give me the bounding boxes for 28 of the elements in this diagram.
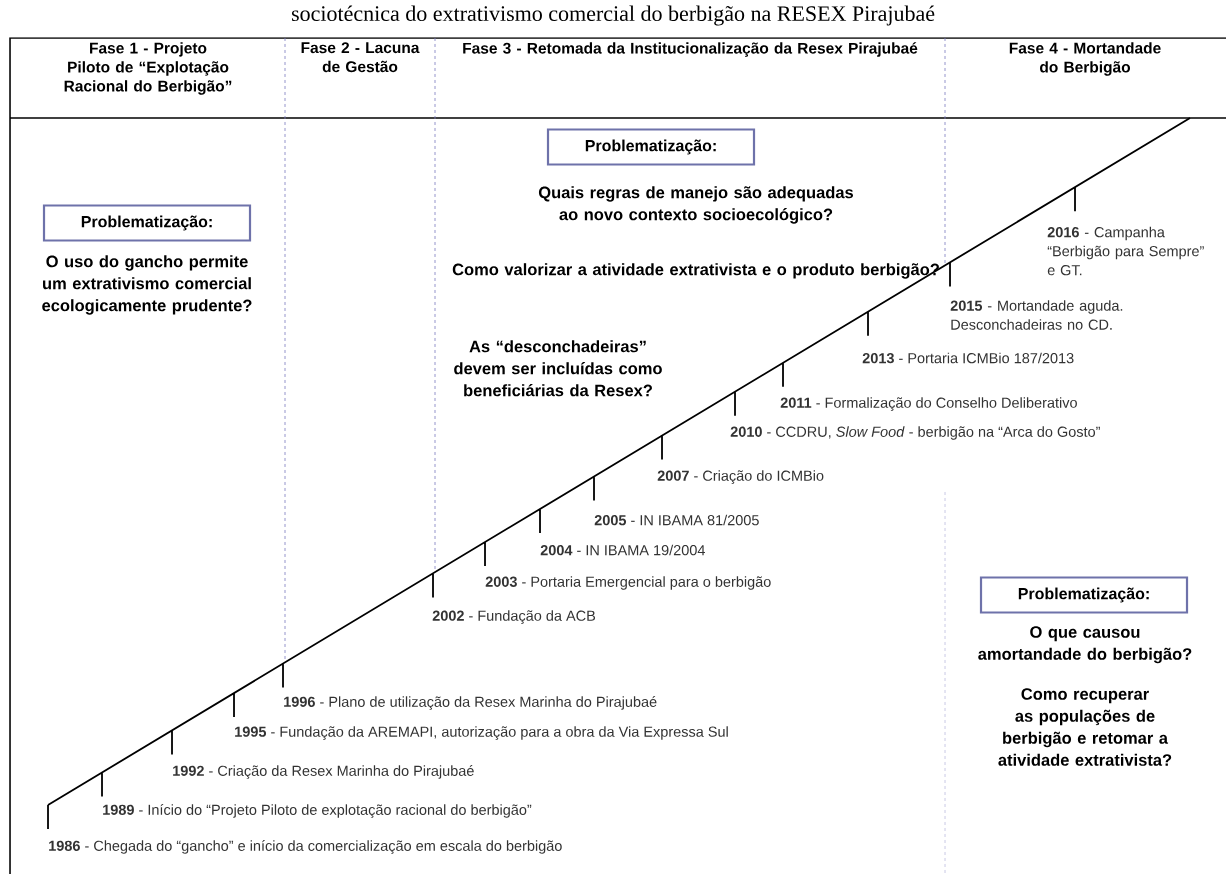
timeline-entry: 1986 - Chegada do “gancho” e início da comercialização em escala do berbigão [49,840,562,854]
phase-heading: Fase 4 - Mortandade do Berbigão [1009,42,1161,76]
timeline-entry: 2002 - Fundação da ACB [432,610,596,624]
timeline-entry: 2004 - IN IBAMA 19/2004 [540,544,705,556]
question-text: O uso do gancho permite um extrativismo comercial ecologicamente prudente? [42,255,252,315]
phase-heading: Fase 2 - Lacuna de Gestão [301,42,420,73]
timeline-entry: 2013 - Portaria ICMBio 187/2013 [862,352,1074,364]
timeline-entry: 2007 - Criação do ICMBio [657,470,824,484]
phase-heading: Fase 3 - Retomada da Institucionalização da Resex Pirajubaé [463,42,918,57]
timeline-entry: 1995 - Fundação da AREMAPI, autorização para a obra da Via Expressa Sul [235,726,728,740]
question-text: Quais regras de manejo são adequadas ao novo contexto socioecológico? [538,186,854,224]
question-text: Como valorizar a atividade extrativista e o produto berbigão? [452,263,939,279]
timeline-entry: 1992 - Criação da Resex Marinha do Pirajubaé [173,765,474,779]
title: sociotécnica do extrativismo comercial do berbigão na RESEX Pirajubaé [291,5,935,26]
problem-box: Problematização: [979,576,1189,614]
question-text: As “desconchadeiras” devem ser incluídas como beneficiárias da Resex? [454,340,662,397]
timeline-entry: 2003 - Portaria Emergencial para o berbigão [485,576,771,590]
timeline-entry: 2011 - Formalização do Conselho Deliberativo [780,397,1077,411]
question-text: Como recuperar as populações de berbigão e retomar a atividade extrativista? [998,688,1172,766]
timeline-entry: 2016 - Campanha “Berbigão para Sempre” e GT. [1047,226,1204,276]
timeline-entry: 1996 - Plano de utilização da Resex Marinha do Pirajubaé [284,696,657,710]
timeline-entry: 1989 - Início do “Projeto Piloto de explotação racional do berbigão” [103,804,532,818]
timeline-entry: 2015 - Mortandade aguda. Desconchadeiras no CD. [950,300,1123,330]
timeline-entry: 2005 - IN IBAMA 81/2005 [594,514,759,526]
timeline-entry: 2010 - CCDRU, Slow Food - berbigão na “Arca do Gosto” [730,426,1100,440]
problem-box: Problematização: [42,204,252,242]
problem-box: Problematização: [546,128,756,166]
phase-heading: Fase 1 - Projeto Piloto de “Explotação Racional do Berbigão” [64,42,232,95]
